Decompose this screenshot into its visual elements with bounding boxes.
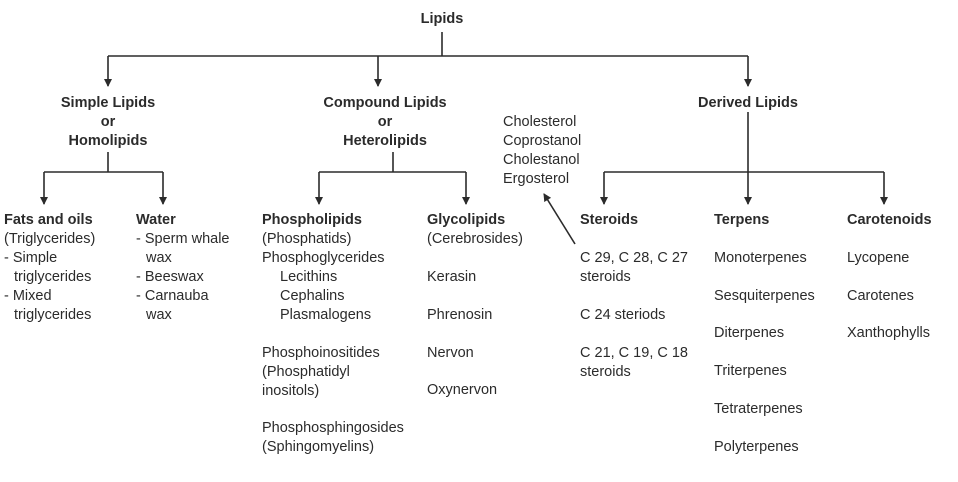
derived-example-item: Coprostanol — [503, 133, 582, 149]
root-label: Lipids — [420, 11, 464, 27]
derived-example-item: Ergosterol — [503, 171, 570, 187]
phosphoinositides-line: inositols) — [262, 383, 320, 399]
fats-line: (Triglycerides) — [4, 231, 96, 247]
simple-title-line: Homolipids — [68, 133, 148, 149]
phosphosphingosides-line: Phosphosphingosides — [262, 420, 404, 436]
steroid-item-line: C 29, C 28, C 27 — [580, 250, 688, 266]
terpen-item: Triterpenes — [714, 363, 787, 379]
fats-line: triglycerides — [14, 307, 92, 323]
simple-title-line: or — [100, 114, 116, 130]
phosphoinositides-line: Phosphoinositides — [262, 345, 380, 361]
derived-example-item: Cholestanol — [503, 152, 580, 168]
water-node: Water - Sperm whale wax - Beeswax - Carn… — [136, 211, 229, 325]
phospholipids-line: (Phosphatids) — [262, 231, 352, 247]
water-line: - Carnauba — [136, 288, 209, 304]
steroid-item-line: C 21, C 19, C 18 — [580, 345, 688, 361]
phosphosphingosides-group: Phosphosphingosides (Sphingomyelins) — [262, 419, 404, 457]
carotenoid-item: Xanthophylls — [847, 325, 931, 341]
terpen-item: Diterpenes — [714, 325, 785, 341]
compound-title-line: or — [377, 114, 393, 130]
carotenoid-item: Carotenes — [847, 288, 914, 304]
carotenoid-item: Lycopene — [847, 250, 910, 266]
glycolipids-title: Glycolipids — [427, 212, 506, 228]
glycolipid-item: Nervon — [427, 345, 474, 361]
fats-and-oils-node: Fats and oils (Triglycerides) - Simple t… — [4, 211, 95, 325]
water-line: wax — [146, 307, 172, 323]
simple-title-line: Simple Lipids — [60, 95, 156, 111]
phospholipids-subitem: Lecithins — [280, 269, 338, 285]
fats-line: - Mixed — [4, 288, 52, 304]
terpen-item: Sesquiterpenes — [714, 288, 815, 304]
steroid-item-line: steroids — [580, 269, 631, 285]
glycolipid-item: Phrenosin — [427, 307, 493, 323]
phospholipids-subitem: Cephalins — [280, 288, 345, 304]
steroid-item-line: steroids — [580, 364, 631, 380]
glycolipids-line: (Cerebrosides) — [427, 231, 523, 247]
phosphoinositides-line: (Phosphatidyl — [262, 364, 350, 380]
fats-title: Fats and oils — [4, 212, 93, 228]
water-line: - Beeswax — [136, 269, 204, 285]
carotenoids-title: Carotenoids — [847, 212, 932, 228]
phospholipids-line: Phosphoglycerides — [262, 250, 385, 266]
steroid-item: C 29, C 28, C 27 steroids — [580, 249, 688, 287]
glycolipid-item: Kerasin — [427, 269, 477, 285]
fats-line: triglycerides — [14, 269, 92, 285]
steroids-title: Steroids — [580, 212, 639, 228]
water-title: Water — [136, 212, 176, 228]
glycolipids-node: Glycolipids (Cerebrosides) — [427, 211, 523, 249]
steroid-item: C 21, C 19, C 18 steroids — [580, 344, 688, 382]
simple-lipids-title: Simple Lipids or Homolipids — [61, 94, 155, 151]
water-line: wax — [146, 250, 172, 266]
phosphoinositides-group: Phosphoinositides (Phosphatidyl inositol… — [262, 344, 380, 401]
compound-lipids-title: Compound Lipids or Heterolipids — [323, 94, 446, 151]
water-line: - Sperm whale — [136, 231, 230, 247]
phospholipids-subitem: Plasmalogens — [280, 307, 372, 323]
steroid-item: C 24 steriods — [580, 307, 666, 323]
compound-title-line: Compound Lipids — [323, 95, 447, 111]
terpen-item: Polyterpenes — [714, 439, 799, 455]
phosphosphingosides-line: (Sphingomyelins) — [262, 439, 375, 455]
derived-examples-list: Cholesterol Coprostanol Cholestanol Ergo… — [503, 113, 581, 189]
terpen-item: Tetraterpenes — [714, 401, 803, 417]
fats-line: - Simple — [4, 250, 58, 266]
phospholipids-node: Phospholipids (Phosphatids) Phosphoglyce… — [262, 211, 385, 325]
compound-title-line: Heterolipids — [343, 133, 427, 149]
terpen-item: Monoterpenes — [714, 250, 807, 266]
derived-example-item: Cholesterol — [503, 114, 577, 130]
glycolipid-item: Oxynervon — [427, 382, 498, 398]
derived-lipids-title: Derived Lipids — [698, 95, 798, 111]
phospholipids-title: Phospholipids — [262, 212, 362, 228]
terpens-title: Terpens — [714, 212, 770, 228]
arrow-steroids-to-examples — [543, 193, 576, 245]
